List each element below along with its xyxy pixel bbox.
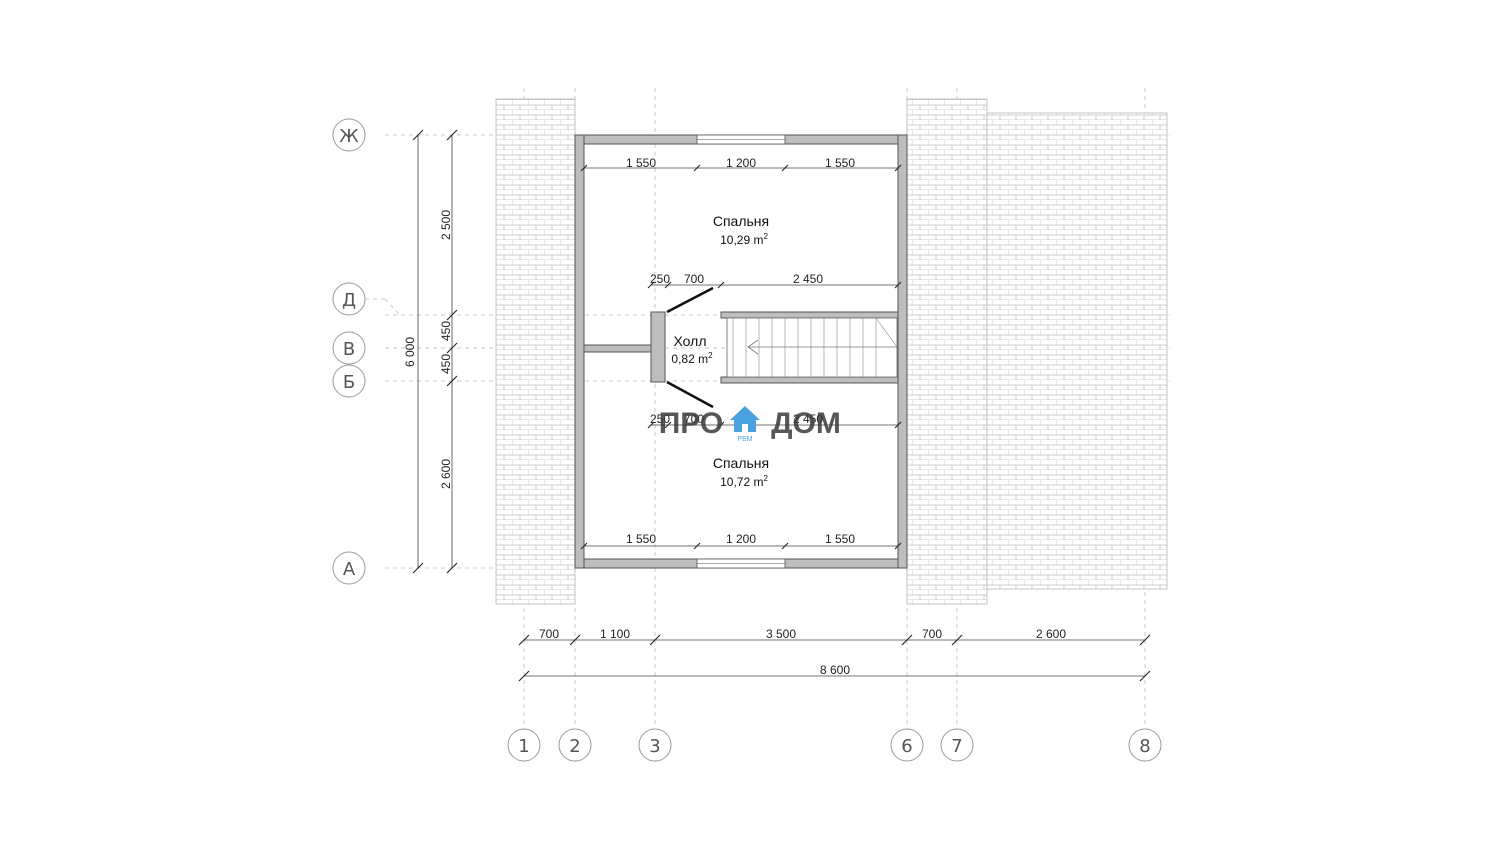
- room-name-bedroom-bottom: Спальня: [713, 455, 769, 471]
- roof-right-far: [986, 112, 1168, 590]
- dim-upper-mid-2: 700: [684, 272, 704, 286]
- dim-vertical-4: 2 600: [439, 459, 453, 489]
- room-name-bedroom-top: Спальня: [713, 213, 769, 229]
- house-icon: [730, 406, 760, 432]
- room-area-bedroom-bottom: 10,72 m2: [720, 474, 768, 489]
- axis-bubbles-numbers: [507, 728, 1162, 762]
- dim-vertical-total: 6 000: [403, 337, 417, 367]
- dim-bottom-1: 1 550: [626, 532, 656, 546]
- bottom-dimensions: [518, 634, 1151, 682]
- dim-top-1: 1 550: [626, 156, 656, 170]
- dim-bottom-row-1: 700: [539, 627, 559, 641]
- logo-text-small: РЕМ: [737, 436, 752, 443]
- interior-dimensions: [580, 164, 902, 550]
- dim-bottom-total: 8 600: [820, 663, 850, 677]
- axis-label-v: В: [343, 339, 355, 360]
- dim-bottom-row-4: 700: [922, 627, 942, 641]
- axis-label-3: 3: [649, 736, 660, 757]
- dim-top-2: 1 200: [726, 156, 756, 170]
- axis-label-6: 6: [901, 736, 912, 757]
- dim-vertical-2: 450: [439, 321, 453, 341]
- room-name-hall: Холл: [674, 333, 707, 349]
- axis-label-b: Б: [343, 372, 355, 393]
- room-area-bedroom-top: 10,29 m2: [720, 232, 768, 247]
- axis-label-8: 8: [1139, 736, 1150, 757]
- dim-vertical-3: 450: [439, 354, 453, 374]
- staircase: [726, 317, 898, 378]
- room-area-hall: 0,82 m2: [671, 351, 713, 366]
- dim-bottom-2: 1 200: [726, 532, 756, 546]
- axis-label-1: 1: [518, 736, 529, 757]
- axis-label-d: Д: [342, 290, 356, 311]
- logo-text-left: ПРО: [659, 407, 724, 440]
- axis-label-7: 7: [951, 736, 962, 757]
- dim-bottom-row-2: 1 100: [600, 627, 630, 641]
- dim-vertical-1: 2 500: [439, 210, 453, 240]
- roof-overhangs: [495, 98, 1168, 605]
- vertical-dimensions: [412, 129, 458, 574]
- dim-lower-mid-2: 700: [684, 412, 704, 426]
- axis-label-2: 2: [569, 736, 580, 757]
- axis-label-a: А: [343, 559, 356, 580]
- dim-top-3: 1 550: [825, 156, 855, 170]
- walls: [574, 134, 908, 569]
- logo-watermark: ПРО РЕМ ДОМ: [659, 406, 841, 443]
- dim-bottom-row-5: 2 600: [1036, 627, 1066, 641]
- dim-lower-mid-3: 2 450: [793, 412, 823, 426]
- axis-label-zh: Ж: [339, 126, 359, 147]
- roof-right-near: [906, 98, 988, 605]
- dim-bottom-row-3: 3 500: [766, 627, 796, 641]
- dim-bottom-3: 1 550: [825, 532, 855, 546]
- axis-bubbles-letters: [332, 118, 401, 585]
- roof-left: [495, 98, 576, 605]
- dim-lower-mid-1: 250: [650, 412, 670, 426]
- dim-upper-mid-1: 250: [650, 272, 670, 286]
- dim-upper-mid-3: 2 450: [793, 272, 823, 286]
- doors: [666, 286, 714, 409]
- logo-text-right: ДОМ: [771, 407, 841, 440]
